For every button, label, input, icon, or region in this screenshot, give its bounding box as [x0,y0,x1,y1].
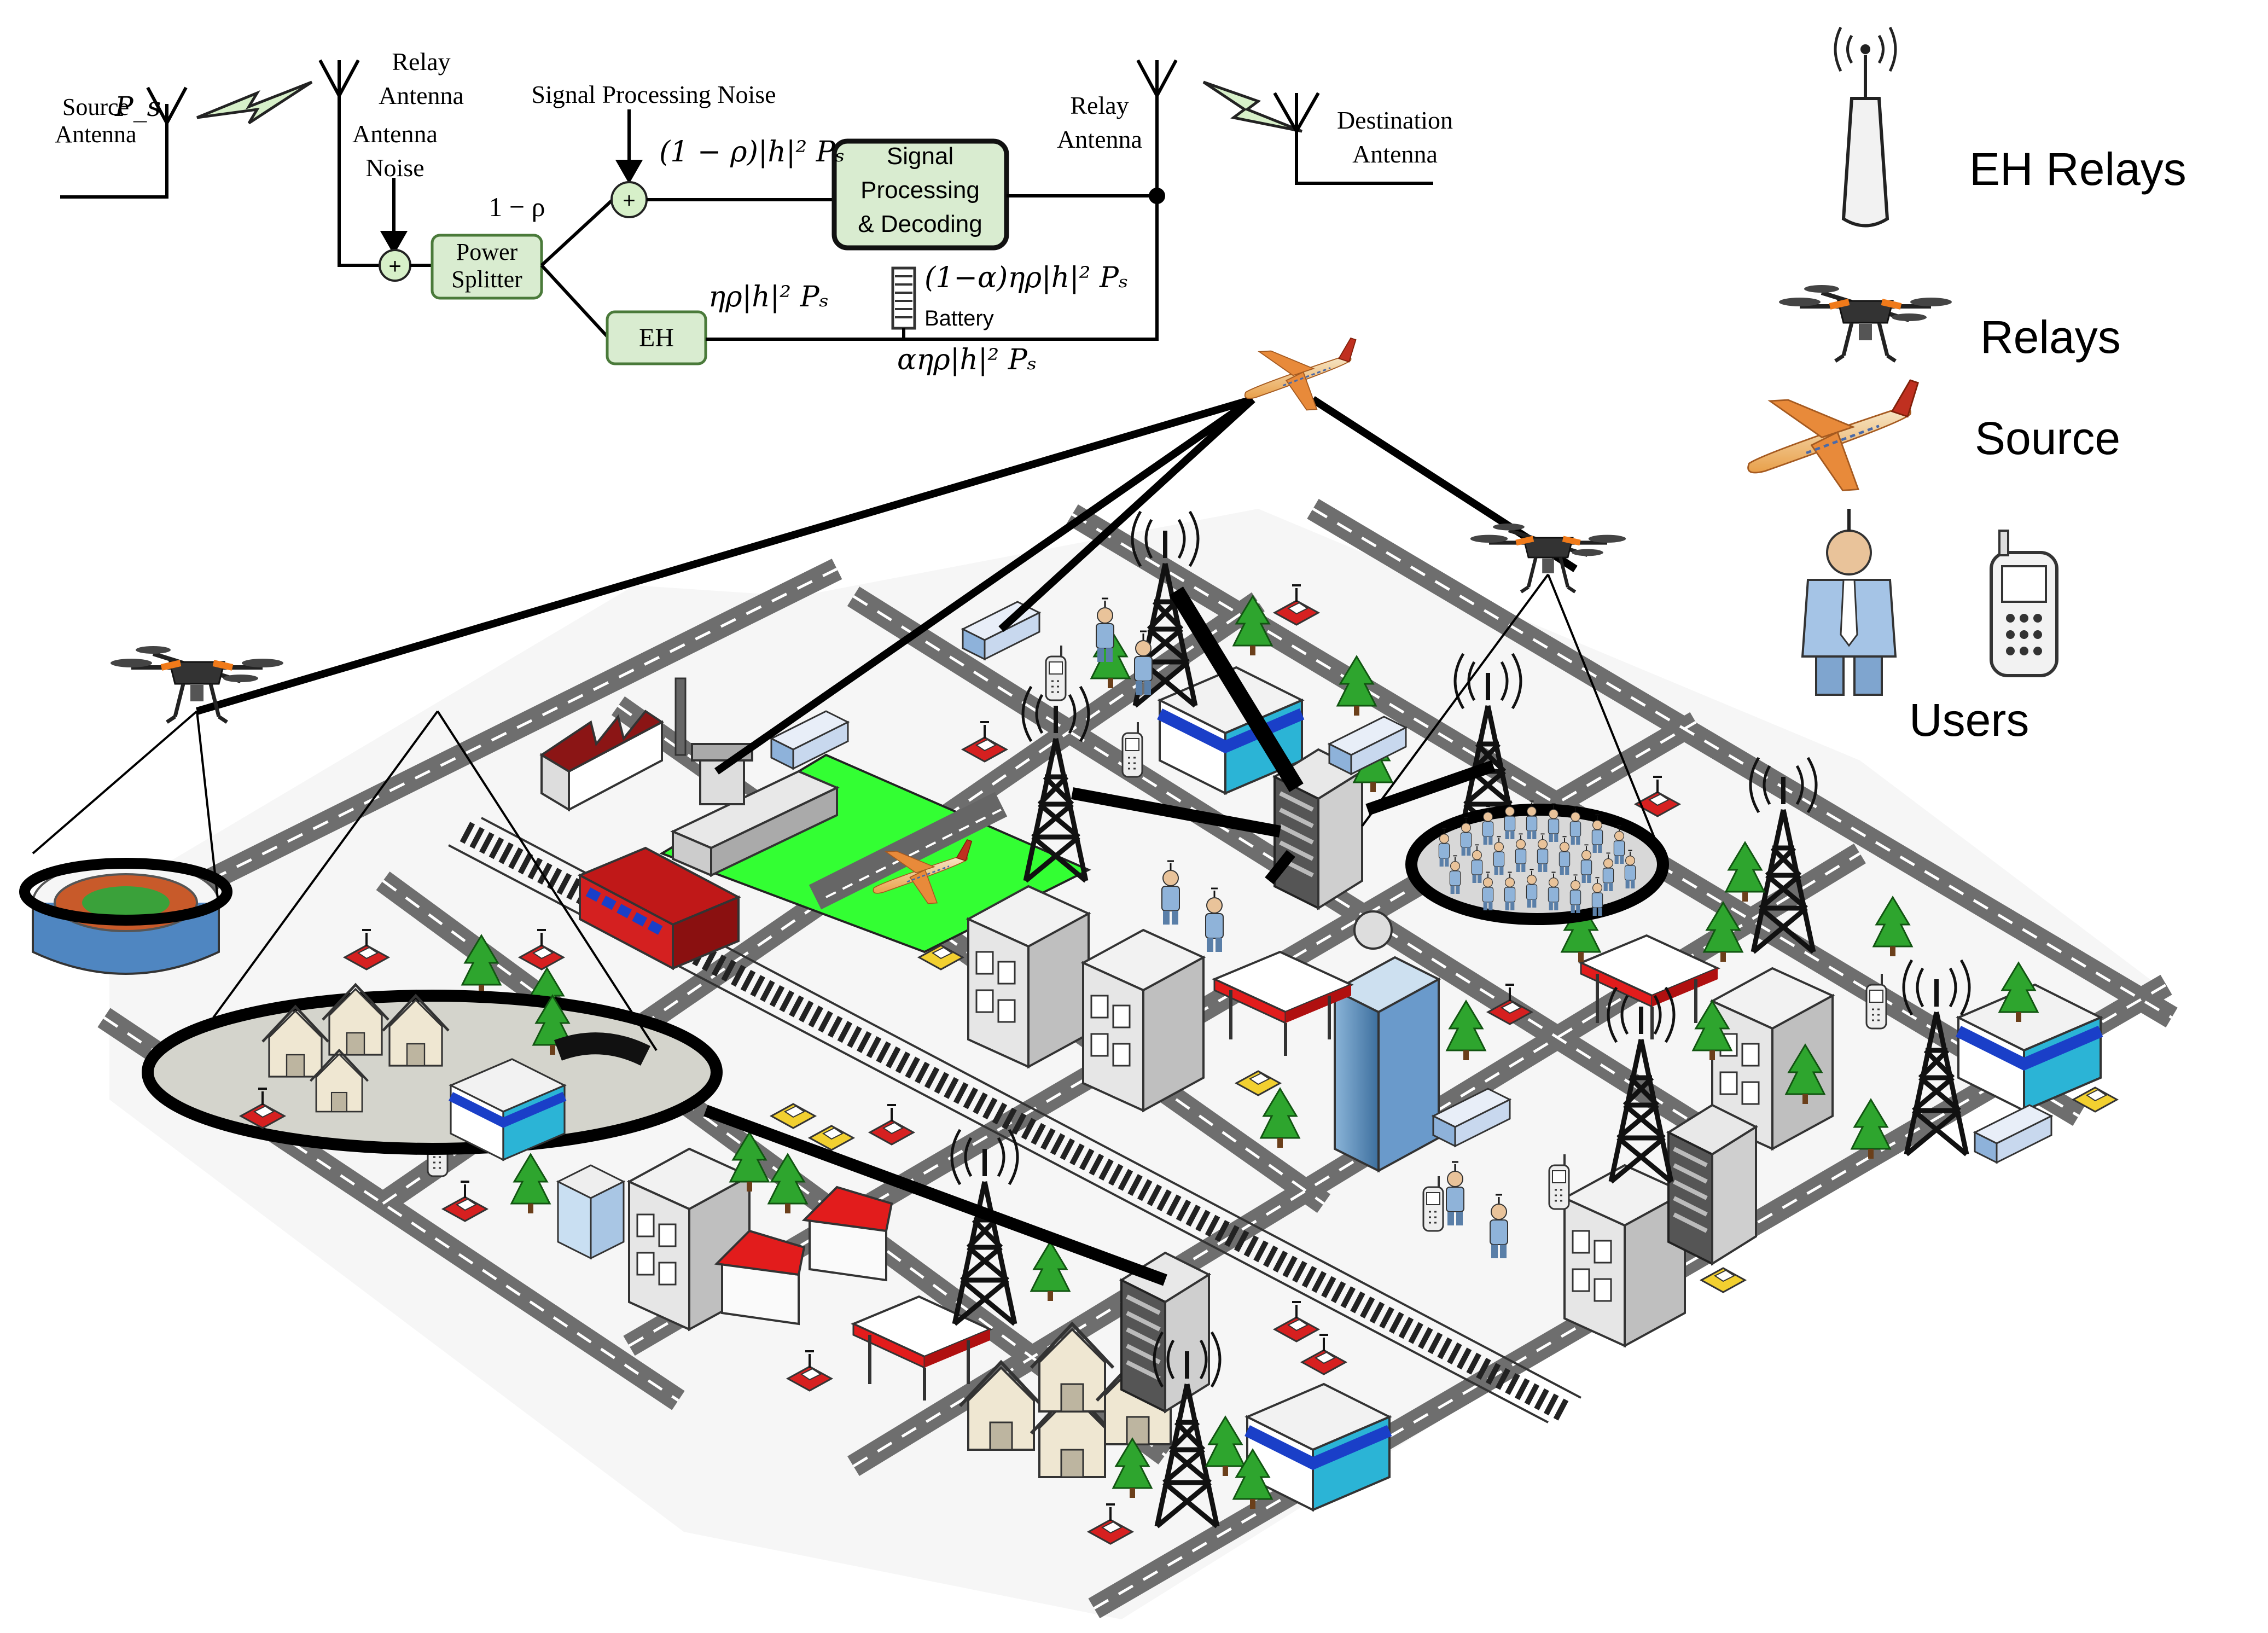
legend-users: Users [1909,694,2029,746]
battery-label: Battery [924,306,994,330]
stadium-lens [19,858,232,926]
relay-drone-icon [1779,285,1952,361]
battery-icon [891,266,916,339]
source-aircraft [1244,337,1357,411]
legend-relays: Relays [1980,311,2121,363]
eh-relay-icon [1834,26,1897,228]
battery-power-expression: (1−α)ηρ|h|² Pₛ [924,261,1128,294]
residential-lens [142,985,723,1160]
glass-tower [1332,910,1441,1173]
source-plane-icon [1748,380,1918,490]
eh-label: EH [639,323,674,352]
relay-drone-2 [1470,524,1626,592]
factory [539,677,687,812]
user-person-icon [1801,509,1897,696]
relay-block-diagram [60,59,1433,365]
one-minus-rho-label: 1 − ρ [489,191,545,222]
wireless-link-icon-2 [1202,80,1302,133]
signal-processing-noise-label: Signal Processing Noise [531,80,776,108]
adder-2-symbol: + [623,189,635,213]
source-power-label: P_s [114,91,161,123]
airport [659,743,1091,954]
coverage-cones [32,573,1664,1051]
bank-building [1563,1164,1686,1347]
train [577,846,741,970]
relay-antenna-in-icon [318,59,383,267]
info-power-expression: (1 − ρ)|h|² Pₛ [659,136,845,168]
alpha-power-expression: αηρ|h|² Pₛ [897,344,1037,376]
source-antenna-icon [60,86,188,199]
destination-antenna-icon [1273,92,1433,185]
clinic [556,1164,626,1260]
office-building-2 [1082,929,1205,1112]
legend-source: Source [1975,412,2120,464]
server-rack-3 [1668,1105,1756,1264]
wireless-link-icon [196,80,313,125]
legend: EH Relays Relays Source Users [1748,26,2186,746]
adder-1-symbol: + [388,254,401,278]
user-phone-icon [1990,530,2058,677]
eh-power-expression: ηρ|h|² Pₛ [708,281,829,313]
crowd-lens [1405,800,1669,925]
legend-eh-relays: EH Relays [1969,143,2186,195]
office-building-1 [967,885,1090,1068]
